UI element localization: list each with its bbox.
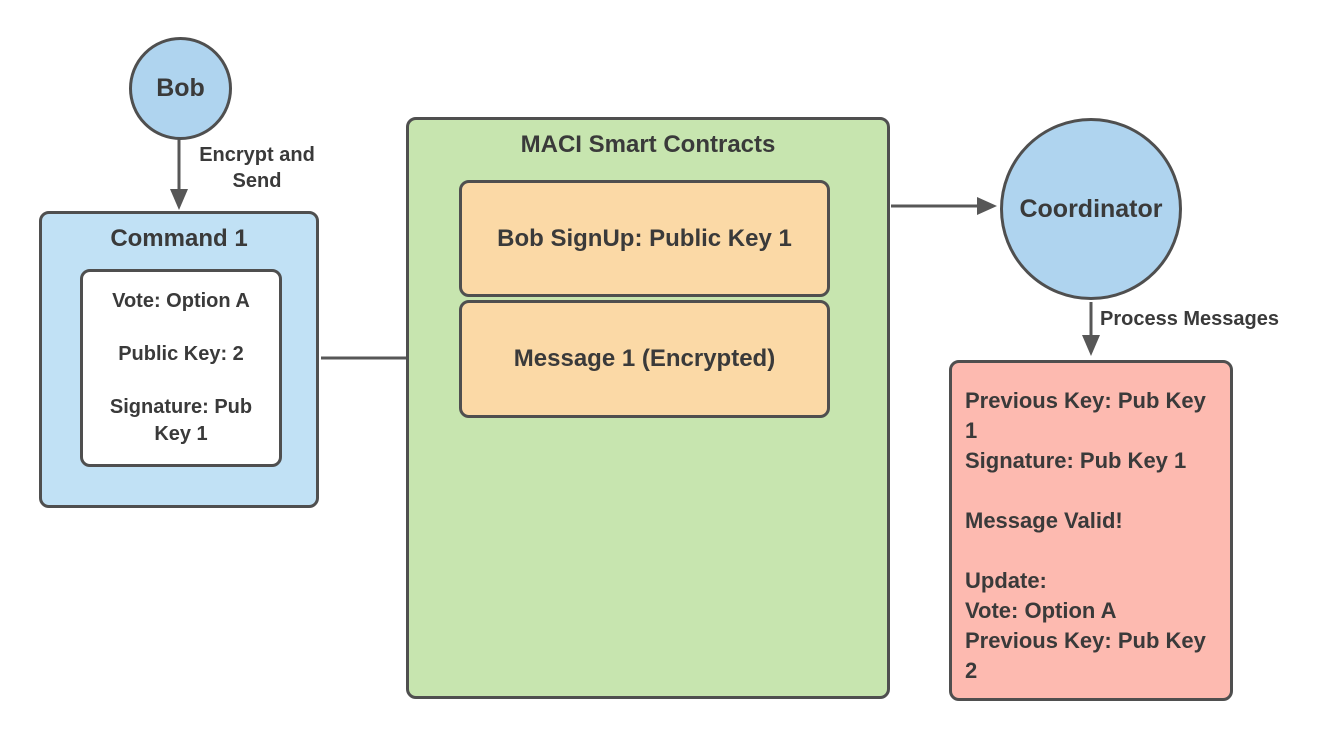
node-message-1-encrypted: Message 1 (Encrypted)	[459, 300, 830, 418]
result-line: Update:	[965, 568, 1047, 593]
node-bob-label: Bob	[156, 74, 205, 102]
command-1-payload: Vote: Option A Public Key: 2 Signature: …	[80, 269, 282, 467]
command-1-title: Command 1	[110, 225, 248, 252]
result-line: Previous Key: Pub Key 1	[965, 388, 1206, 443]
result-line: Previous Key: Pub Key 2	[965, 628, 1206, 683]
result-line: Signature: Pub Key 1	[965, 448, 1187, 473]
node-coordinator: Coordinator	[1000, 118, 1182, 300]
result-line: Message Valid!	[965, 508, 1123, 533]
result-line-blank	[965, 476, 1218, 506]
edge-label-process-messages: Process Messages	[1100, 308, 1280, 330]
node-coordinator-label: Coordinator	[1019, 194, 1163, 223]
edge-label-encrypt-and-send: Encrypt and Send	[199, 144, 315, 192]
result-line-blank	[965, 536, 1218, 566]
command-field-public-key: Public Key: 2	[118, 343, 244, 365]
node-process-result: Previous Key: Pub Key 1 Signature: Pub K…	[949, 360, 1233, 701]
command-field-vote: Vote: Option A	[112, 290, 250, 312]
arrow-maci-to-coordinator	[891, 197, 997, 215]
result-line: Vote: Option A	[965, 598, 1117, 623]
maci-title: MACI Smart Contracts	[520, 131, 776, 158]
node-bob: Bob	[129, 37, 232, 140]
node-bob-signup: Bob SignUp: Public Key 1	[459, 180, 830, 297]
arrow-coordinator-to-result	[1082, 302, 1100, 356]
command-field-signature: Signature: Pub Key 1	[109, 396, 253, 445]
